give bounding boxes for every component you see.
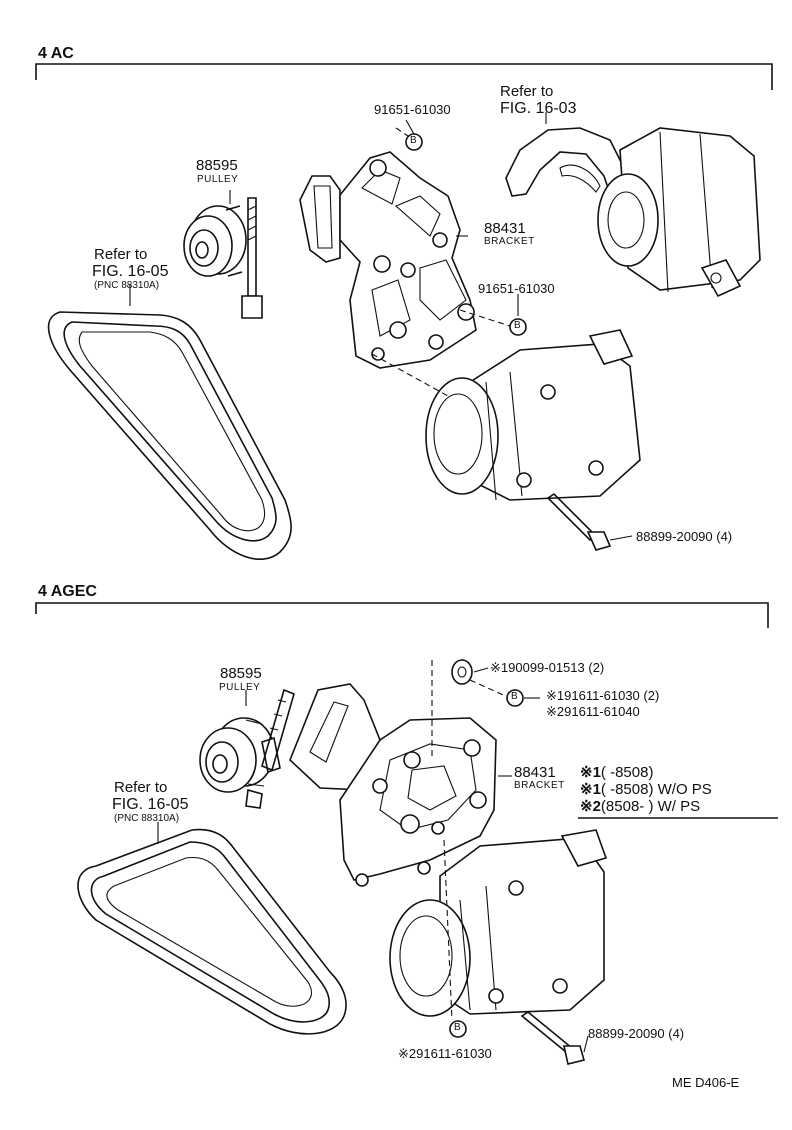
callout-b-bottom-1: [506, 689, 524, 707]
callout-b-label-top-1: B: [410, 135, 417, 146]
section-title-bottom: 4 AGEC: [38, 583, 97, 600]
leaders-bottom: [157, 660, 540, 1021]
compressor-bolt-top: [546, 492, 633, 551]
note-range-2: ( -8508): [600, 781, 654, 798]
note-mark-1: ※1: [580, 764, 601, 781]
bolt-part-number-top-1: 91651-61030: [374, 102, 451, 117]
note-range-3: (8508- ): [600, 798, 654, 815]
pulley-part-number-top: 88595: [196, 157, 238, 174]
bolt-part-number-top-2: 91651-61030: [478, 281, 555, 296]
bracket-part-number-bottom: 88431: [514, 764, 556, 781]
bolt-part-number-bottom-1: ※191611-61030 (2): [546, 688, 660, 703]
bracket-label-top: BRACKET: [484, 236, 535, 247]
pulley-label-bottom: PULLEY: [219, 682, 261, 693]
bracket-label-bottom: BRACKET: [514, 780, 565, 791]
compressor-top: [425, 329, 641, 501]
callout-b-top-2: [509, 318, 527, 336]
figure-code: ME D406-E: [672, 1075, 740, 1090]
pulley-part-number-bottom: 88595: [220, 665, 262, 682]
bracket-ref-line1-top: Refer to: [500, 83, 554, 100]
belt-ref-line2-bottom: FIG. 16-05: [112, 796, 189, 813]
callout-b-label-bottom-1: B: [511, 691, 518, 702]
belt-ref-line1-top: Refer to: [94, 246, 148, 263]
callout-b-bottom-2: [449, 1020, 467, 1038]
bracket-part-number-top: 88431: [484, 220, 526, 237]
callout-b-label-top-2: B: [514, 320, 521, 331]
belt-ref-line1-bottom: Refer to: [114, 779, 168, 796]
compressor-bottom: [389, 829, 608, 1017]
callout-b-label-bottom-2: B: [454, 1022, 461, 1033]
bolt-part-number-bottom-2: ※291611-61040: [546, 704, 640, 719]
bracket-bottom: [289, 683, 497, 887]
alternator-top: [597, 127, 761, 298]
washer-part-number: ※190099-01513 (2): [490, 660, 605, 675]
pulley-bolt-bottom: [245, 688, 295, 809]
pulley-label-top: PULLEY: [197, 174, 239, 185]
belt-ref-line3-bottom: (PNC 88310A): [114, 813, 180, 824]
bracket-ref-line2-top: FIG. 16-03: [500, 100, 577, 117]
bracket-top: [299, 151, 477, 369]
note-line-1: ※1( -8508): [580, 765, 653, 780]
pulley-top: [183, 205, 247, 277]
belt-ref-line3-top: (PNC 88310A): [94, 280, 160, 291]
note-mark-2: ※1: [580, 781, 601, 798]
pulley-bolt-top: [241, 197, 263, 319]
note-range-1: ( -8508): [600, 764, 654, 781]
note-tail-2: W/O PS: [657, 781, 712, 798]
washer-bottom: [451, 659, 473, 685]
compressor-bolt-bottom: [520, 1011, 589, 1065]
bolt-part-number-bottom-3: 88899-20090 (4): [588, 1026, 685, 1041]
note-tail-3: W/ PS: [657, 798, 701, 815]
note-mark-3: ※2: [580, 798, 601, 815]
v-belt-top: [47, 311, 292, 561]
bolt-part-number-bottom-4: ※291611-61030: [398, 1046, 492, 1061]
section-frame-bottom: [35, 602, 769, 628]
note-line-2: ※1( -8508) W/O PS: [580, 782, 712, 797]
belt-ref-line2-top: FIG. 16-05: [92, 263, 169, 280]
bolt-part-number-top-3: 88899-20090 (4): [636, 529, 733, 544]
v-belt-bottom: [77, 828, 347, 1035]
section-frame-top: [35, 63, 773, 90]
note-line-3: ※2(8508- ) W/ PS: [580, 799, 700, 814]
pulley-bottom: [199, 717, 281, 793]
callout-b-top-1: [405, 133, 423, 151]
leaders-top: [129, 112, 547, 397]
section-title-top: 4 AC: [38, 45, 74, 62]
